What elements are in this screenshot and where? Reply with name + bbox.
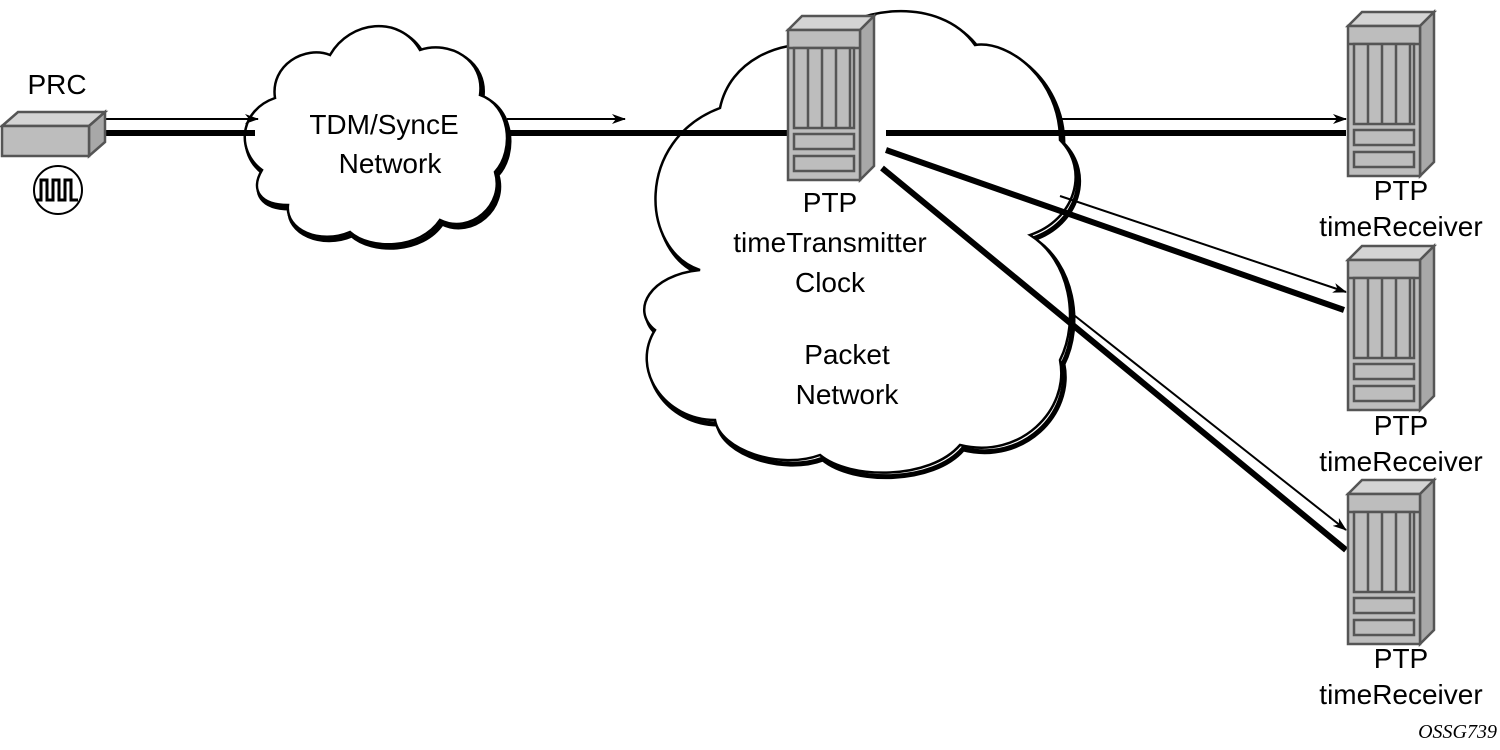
packet-network-cloud bbox=[643, 9, 1082, 480]
ptp-receiver-device-2 bbox=[1346, 244, 1436, 412]
prc-label: PRC bbox=[27, 69, 86, 100]
tdm-network-label-line1: TDM/SyncE bbox=[309, 109, 458, 140]
transmitter-label-line1: PTP bbox=[803, 187, 857, 218]
sync-arrow-to-receiver-3 bbox=[1069, 311, 1347, 531]
transmitter-label-line3: Clock bbox=[795, 267, 866, 298]
packet-network-label-line1: Packet bbox=[804, 339, 890, 370]
receiver-2-label-line2: timeReceiver bbox=[1319, 446, 1482, 477]
receiver-2-label-line1: PTP bbox=[1374, 410, 1428, 441]
receiver-3-label-line1: PTP bbox=[1374, 643, 1428, 674]
ptp-receiver-device-1 bbox=[1346, 10, 1436, 178]
clock-signal-icon bbox=[33, 165, 83, 215]
ptp-transmitter-device bbox=[786, 14, 876, 182]
prc-device bbox=[0, 109, 109, 159]
tdm-network-label-line2: Network bbox=[339, 148, 443, 179]
tdm-synce-cloud bbox=[243, 25, 512, 250]
link-transmitter-to-receiver-3 bbox=[880, 165, 1348, 553]
transmitter-label-line2: timeTransmitter bbox=[733, 227, 926, 258]
sync-arrow-to-receiver-2 bbox=[1059, 195, 1347, 293]
link-transmitter-to-receiver-2 bbox=[885, 147, 1345, 313]
figure-reference-id: OSSG739 bbox=[1418, 721, 1497, 743]
receiver-1-label-line2: timeReceiver bbox=[1319, 211, 1482, 242]
ptp-receiver-device-3 bbox=[1346, 478, 1436, 646]
connections bbox=[105, 114, 1348, 553]
packet-network-label-line2: Network bbox=[796, 379, 900, 410]
receiver-3-label-line2: timeReceiver bbox=[1319, 679, 1482, 710]
receiver-1-label-line1: PTP bbox=[1374, 175, 1428, 206]
